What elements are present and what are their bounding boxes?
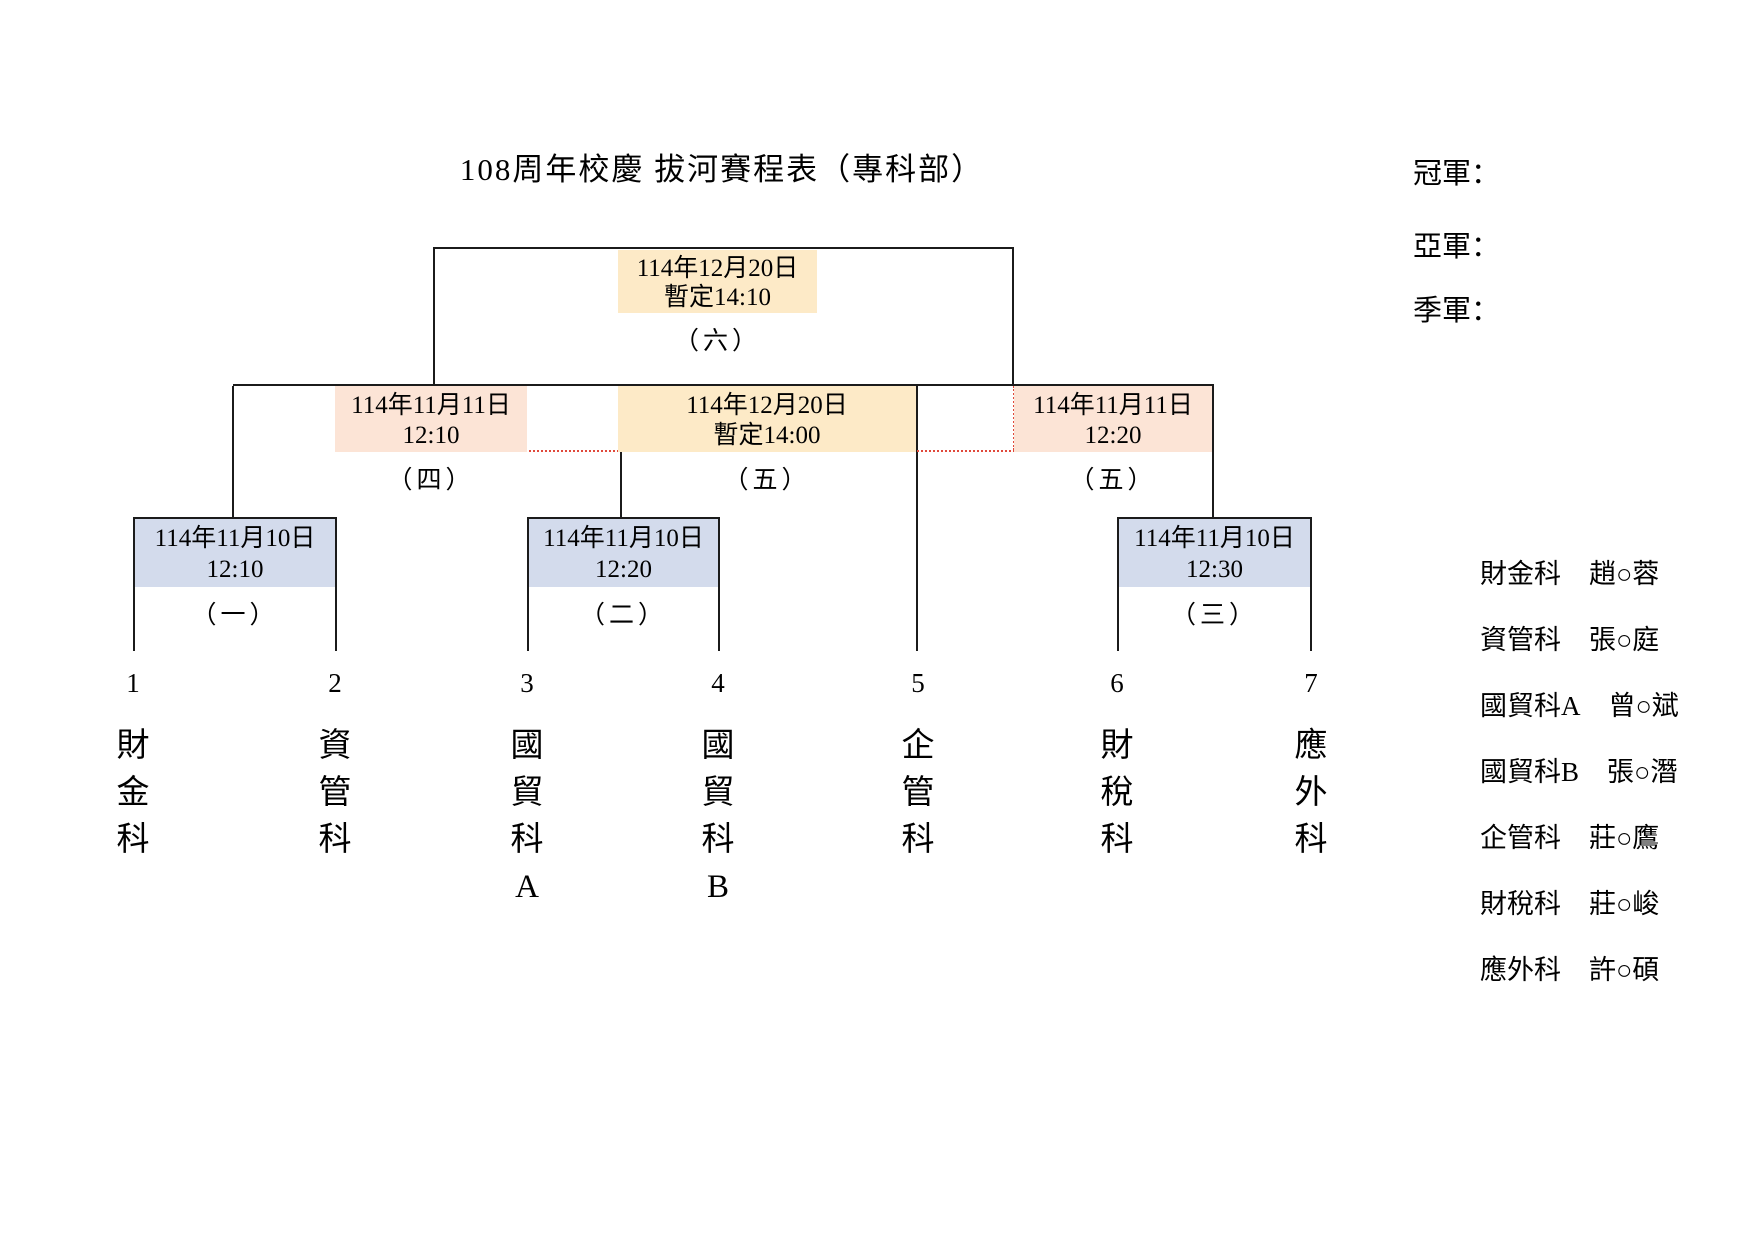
semi-mid-label: （五） [723,467,811,494]
captain-6-dept: 財稅科 [1480,889,1561,919]
final-match-label: （六） [673,328,761,355]
captain-5-name: 莊○鷹 [1589,823,1660,853]
captain-row-5: 企管科 莊○鷹 [1480,816,1679,882]
round1-match1-fill: 114年11月10日 12:10 [135,519,335,587]
captain-4-name: 張○潛 [1607,757,1678,787]
semi-mid-time: 暫定14:00 [713,422,821,449]
semi-mid-match-box: 114年12月20日 暫定14:00 （五） [618,386,916,496]
round1-match1-time: 12:10 [206,556,264,583]
semi-right-date: 114年11月11日 [1033,392,1193,419]
semi-mid-fill: 114年12月20日 暫定14:00 [618,386,916,452]
team-4-name: 國貿科B [701,728,735,905]
round1-match3-label: （三） [1170,602,1258,629]
captain-row-2: 資管科 張○庭 [1480,618,1679,684]
match3-leg-line [1212,386,1214,517]
round1-match2-time: 12:20 [595,556,652,583]
round1-match3-box: 114年11月10日 12:30 （三） [1117,517,1312,651]
captain-row-4: 國貿科B 張○潛 [1480,750,1679,816]
team-column-4: 4 國貿科B [696,668,740,911]
semi-left-label: （四） [387,467,475,494]
captain-1-name: 趙○蓉 [1589,559,1660,589]
captain-row-3: 國貿科A 曾○斌 [1480,684,1679,750]
captain-row-7: 應外科 許○碩 [1480,948,1679,1014]
semifinal-bracket-line [233,384,1214,386]
team-column-3: 3 國貿科A [505,668,549,911]
semi-right-time: 12:20 [1084,422,1142,449]
captain-5-dept: 企管科 [1480,823,1561,853]
captain-1-dept: 財金科 [1480,559,1561,589]
captain-2-name: 張○庭 [1589,625,1660,655]
semi-right-fill: 114年11月11日 12:20 [1014,386,1212,452]
team-2-seed: 2 [328,668,342,698]
team-6-name: 財稅科 [1100,728,1134,858]
team-3-seed: 3 [520,668,534,698]
round1-match1-date: 114年11月10日 [154,525,316,552]
final-match-fill: 114年12月20日 暫定14:10 [618,250,817,313]
semi-left-time: 12:10 [402,422,460,449]
captain-6-name: 莊○峻 [1589,889,1660,919]
semi-right-match-box: 114年11月11日 12:20 （五） [1014,386,1212,496]
match1-leg-line [232,386,234,517]
semi-right-label: （五） [1069,467,1157,494]
round1-match3-fill: 114年11月10日 12:30 [1119,519,1310,587]
round1-match2-fill: 114年11月10日 12:20 [529,519,718,587]
page-title: 108周年校慶 拔河賽程表（專科部） [459,152,985,187]
final-bracket-line [433,247,1014,249]
team-1-seed: 1 [126,668,140,698]
final-left-leg-line [433,247,435,386]
round1-match2-label: （二） [579,602,667,629]
captain-3-name: 曾○斌 [1608,691,1679,721]
captain-7-name: 許○碩 [1589,955,1660,985]
captains-list: 財金科 趙○蓉 資管科 張○庭 國貿科A 曾○斌 國貿科B 張○潛 企管科 莊○… [1480,552,1679,1014]
round1-match1-label: （一） [191,602,279,629]
team-column-5: 5 企管科 [896,668,940,864]
runner-up-label: 亞軍： [1413,231,1501,263]
semi-left-date: 114年11月11日 [351,392,511,419]
round1-match2-date: 114年11月10日 [543,525,704,552]
team-column-2: 2 資管科 [313,668,357,864]
team-7-seed: 7 [1304,668,1318,698]
team-2-name: 資管科 [318,728,352,858]
final-match-date: 114年12月20日 [636,255,799,282]
captain-3-dept: 國貿科A [1480,691,1581,721]
captain-4-dept: 國貿科B [1480,757,1580,787]
round1-match3-time: 12:30 [1186,556,1243,583]
round1-match2-box: 114年11月10日 12:20 （二） [527,517,720,651]
team-column-6: 6 財稅科 [1095,668,1139,864]
semi-left-fill: 114年11月11日 12:10 [335,386,527,452]
final-match-time: 暫定14:10 [664,284,771,311]
team-5-name: 企管科 [901,728,935,858]
team-7-name: 應外科 [1294,728,1328,858]
team-5-seed: 5 [911,668,925,698]
team-column-1: 1 財金科 [111,668,155,864]
round1-match3-date: 114年11月10日 [1134,525,1295,552]
captain-row-1: 財金科 趙○蓉 [1480,552,1679,618]
team-1-name: 財金科 [116,728,150,858]
team-6-seed: 6 [1110,668,1124,698]
semi-left-match-box: 114年11月11日 12:10 （四） [335,386,527,496]
team-column-7: 7 應外科 [1289,668,1333,864]
team-4-seed: 4 [711,668,725,698]
team5-line [916,386,918,651]
final-match-box: 114年12月20日 暫定14:10 （六） [618,250,817,357]
semi-mid-date: 114年12月20日 [686,392,848,419]
round1-match1-box: 114年11月10日 12:10 （一） [133,517,337,651]
team-3-name: 國貿科A [510,728,544,905]
captain-2-dept: 資管科 [1480,625,1561,655]
third-place-label: 季軍： [1413,295,1501,327]
final-right-leg-line [1012,247,1014,386]
captain-row-6: 財稅科 莊○峻 [1480,882,1679,948]
champion-label: 冠軍： [1413,158,1501,190]
captain-7-dept: 應外科 [1480,955,1561,985]
